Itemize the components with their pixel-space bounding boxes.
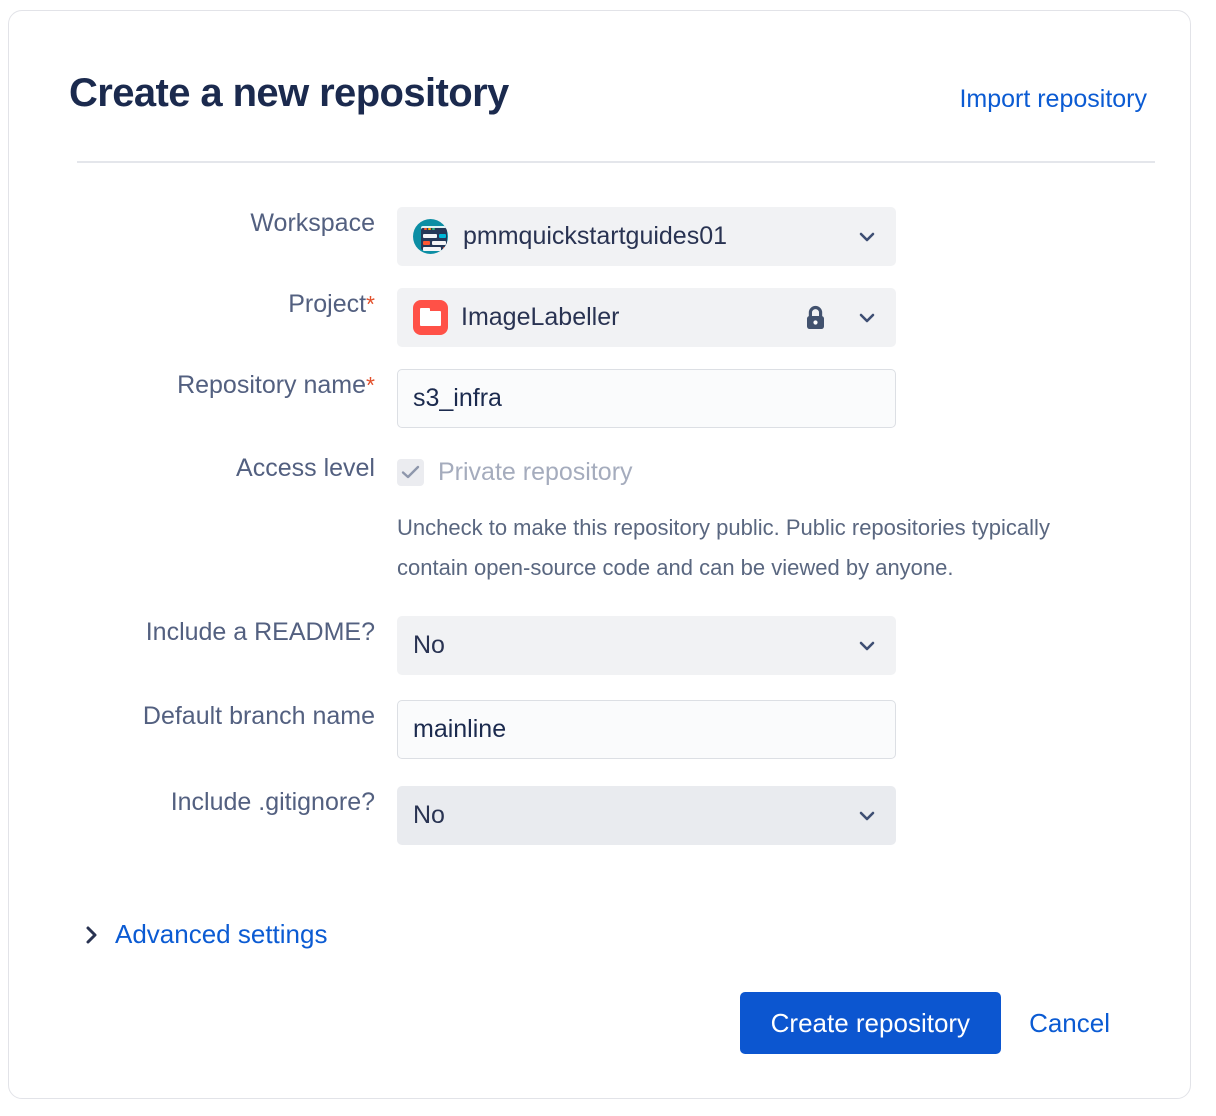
include-gitignore-label: Include .gitignore?: [170, 788, 375, 816]
project-label: Project*: [9, 288, 397, 321]
access-level-row: Access level Private repository Uncheck …: [9, 452, 1190, 588]
chevron-down-icon: [858, 228, 876, 246]
create-repository-form: Workspace pmmquickstartguides01: [9, 207, 1190, 845]
default-branch-name-field: [397, 700, 1190, 759]
default-branch-name-input[interactable]: [397, 700, 896, 759]
access-level-label: Access level: [236, 454, 375, 482]
repository-name-row: Repository name*: [9, 369, 1190, 428]
repository-name-label: Repository name*: [9, 369, 397, 402]
advanced-settings-toggle[interactable]: Advanced settings: [85, 919, 327, 950]
lock-icon: [803, 304, 828, 332]
project-required-marker: *: [366, 291, 375, 317]
chevron-right-icon: [85, 925, 99, 945]
create-repository-button[interactable]: Create repository: [739, 992, 1002, 1054]
include-gitignore-field: No: [397, 786, 1190, 845]
include-gitignore-value: No: [413, 801, 445, 829]
workspace-row: Workspace pmmquickstartguides01: [9, 207, 1190, 266]
form-actions: Create repository Cancel: [739, 992, 1118, 1054]
page-title: Create a new repository: [69, 71, 509, 115]
workspace-avatar-icon: [413, 219, 448, 254]
advanced-settings-label: Advanced settings: [115, 919, 328, 949]
create-repository-card: Create a new repository Import repositor…: [8, 10, 1191, 1099]
workspace-select[interactable]: pmmquickstartguides01: [397, 207, 896, 266]
include-readme-value: No: [413, 631, 445, 659]
project-label-text: Project: [288, 290, 367, 318]
cancel-button[interactable]: Cancel: [1021, 1008, 1118, 1039]
repository-name-input[interactable]: [397, 369, 896, 428]
import-repository-link[interactable]: Import repository: [959, 85, 1147, 113]
chevron-down-icon: [858, 637, 876, 655]
project-select[interactable]: ImageLabeller: [397, 288, 896, 347]
chevron-down-icon: [858, 309, 876, 327]
include-gitignore-select[interactable]: No: [397, 786, 896, 845]
project-row: Project* ImageLabeller: [9, 288, 1190, 347]
private-repository-checkbox-row[interactable]: Private repository: [397, 454, 1190, 490]
include-readme-select[interactable]: No: [397, 616, 896, 675]
private-repository-checkbox[interactable]: [397, 458, 424, 486]
project-folder-icon: [413, 300, 448, 335]
checkmark-icon: [401, 465, 420, 478]
workspace-value: pmmquickstartguides01: [463, 222, 728, 250]
default-branch-name-row: Default branch name: [9, 700, 1190, 759]
project-value: ImageLabeller: [461, 303, 620, 331]
header-divider: [77, 161, 1155, 163]
chevron-down-icon: [858, 807, 876, 825]
repository-name-field: [397, 369, 1190, 428]
include-readme-label: Include a README?: [145, 618, 375, 646]
project-field: ImageLabeller: [397, 288, 1190, 347]
card-header: Create a new repository Import repositor…: [69, 73, 1147, 151]
workspace-label: Workspace: [250, 209, 375, 237]
private-repository-label: Private repository: [438, 457, 633, 486]
include-gitignore-row: Include .gitignore? No: [9, 786, 1190, 845]
access-level-help-text: Uncheck to make this repository public. …: [397, 515, 1050, 580]
include-readme-row: Include a README? No: [9, 616, 1190, 675]
default-branch-name-label: Default branch name: [142, 702, 375, 730]
workspace-field: pmmquickstartguides01: [397, 207, 1190, 266]
include-readme-field: No: [397, 616, 1190, 675]
repository-name-required-marker: *: [366, 372, 375, 398]
access-level-field: Private repository Uncheck to make this …: [397, 452, 1190, 588]
repository-name-label-text: Repository name: [177, 371, 367, 399]
